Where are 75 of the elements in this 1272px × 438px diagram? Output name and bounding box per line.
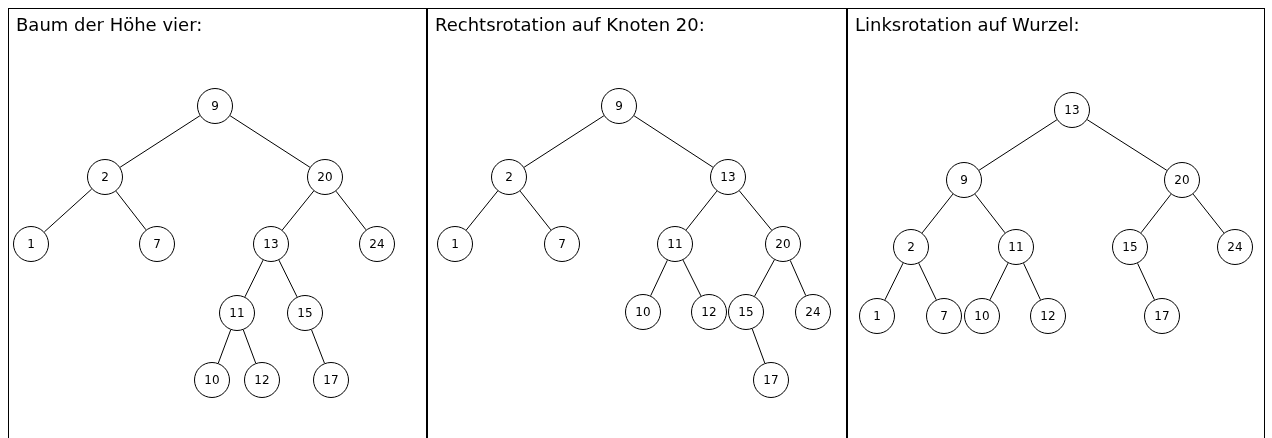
- tree-node-circle: 11: [998, 229, 1034, 265]
- tree-edge: [918, 262, 937, 301]
- tree-edge: [519, 190, 552, 231]
- tree-node-circle: 24: [1217, 229, 1253, 265]
- tree-edge: [244, 259, 264, 298]
- tree-node-circle: 15: [287, 295, 323, 331]
- tree-edge: [754, 259, 775, 297]
- tree-edge: [884, 262, 904, 301]
- tree-edge: [685, 190, 718, 231]
- panel-heading: Linksrotation auf Wurzel:: [855, 14, 1080, 35]
- tree-node-circle: 7: [926, 298, 962, 334]
- tree-edge: [1023, 262, 1041, 301]
- tree-node-circle: 15: [1112, 229, 1148, 265]
- tree-edge: [115, 190, 147, 231]
- tree-node-circle: 10: [194, 362, 230, 398]
- tree-node-circle: 10: [625, 294, 661, 330]
- tree-edge: [633, 115, 714, 168]
- tree-edge: [229, 115, 311, 168]
- tree-edge: [974, 193, 1006, 234]
- tree-node-circle: 9: [946, 162, 982, 198]
- tree-edge: [242, 329, 257, 364]
- tree-node-circle: 10: [964, 298, 1000, 334]
- tree-node-circle: 13: [253, 226, 289, 262]
- tree-node-circle: 12: [691, 294, 727, 330]
- tree-node-circle: 20: [307, 159, 343, 195]
- tree-node-circle: 1: [13, 226, 49, 262]
- tree-node-circle: 7: [139, 226, 175, 262]
- tree-node-circle: 2: [893, 229, 929, 265]
- tree-edge: [1140, 193, 1172, 234]
- panel: [847, 8, 1265, 438]
- tree-node-circle: 13: [1054, 92, 1090, 128]
- tree-node-circle: 12: [244, 362, 280, 398]
- tree-edge: [989, 262, 1009, 301]
- tree-node-circle: 15: [728, 294, 764, 330]
- tree-edge: [751, 328, 766, 364]
- tree-edge: [682, 259, 702, 297]
- tree-node-circle: 13: [710, 159, 746, 195]
- tree-edge: [1137, 262, 1155, 301]
- panel: [8, 8, 427, 438]
- tree-edge: [119, 115, 201, 168]
- tree-edge: [1192, 193, 1225, 234]
- tree-node-circle: 2: [87, 159, 123, 195]
- tree-edge: [978, 119, 1058, 171]
- tree-edge: [278, 259, 298, 298]
- tree-node-circle: 1: [859, 298, 895, 334]
- tree-node-circle: 9: [601, 88, 637, 124]
- tree-node-circle: 24: [795, 294, 831, 330]
- tree-node-circle: 17: [313, 362, 349, 398]
- tree-node-circle: 11: [219, 295, 255, 331]
- tree-node-circle: 2: [491, 159, 527, 195]
- panel-heading: Baum der Höhe vier:: [16, 14, 203, 35]
- panel-heading: Rechtsrotation auf Knoten 20:: [435, 14, 705, 35]
- tree-edge: [921, 193, 954, 234]
- tree-edge: [311, 329, 325, 364]
- tree-edge: [738, 190, 773, 231]
- panel: [427, 8, 847, 438]
- tree-edge: [335, 190, 367, 231]
- tree-node-circle: 17: [1144, 298, 1180, 334]
- tree-node-circle: 20: [1164, 162, 1200, 198]
- tree-edge: [281, 190, 315, 231]
- tree-edge: [43, 188, 93, 233]
- tree-edge: [650, 259, 668, 297]
- tree-edge: [217, 329, 232, 364]
- tree-edge: [465, 190, 499, 231]
- tree-node-circle: 11: [657, 226, 693, 262]
- tree-node-circle: 7: [544, 226, 580, 262]
- tree-node-circle: 24: [359, 226, 395, 262]
- tree-edge: [1086, 119, 1168, 171]
- tree-node-circle: 9: [197, 88, 233, 124]
- tree-node-circle: 20: [765, 226, 801, 262]
- tree-node-circle: 12: [1030, 298, 1066, 334]
- tree-edge: [789, 259, 807, 297]
- tree-node-circle: 17: [753, 362, 789, 398]
- tree-node-circle: 1: [437, 226, 473, 262]
- tree-edge: [523, 115, 605, 168]
